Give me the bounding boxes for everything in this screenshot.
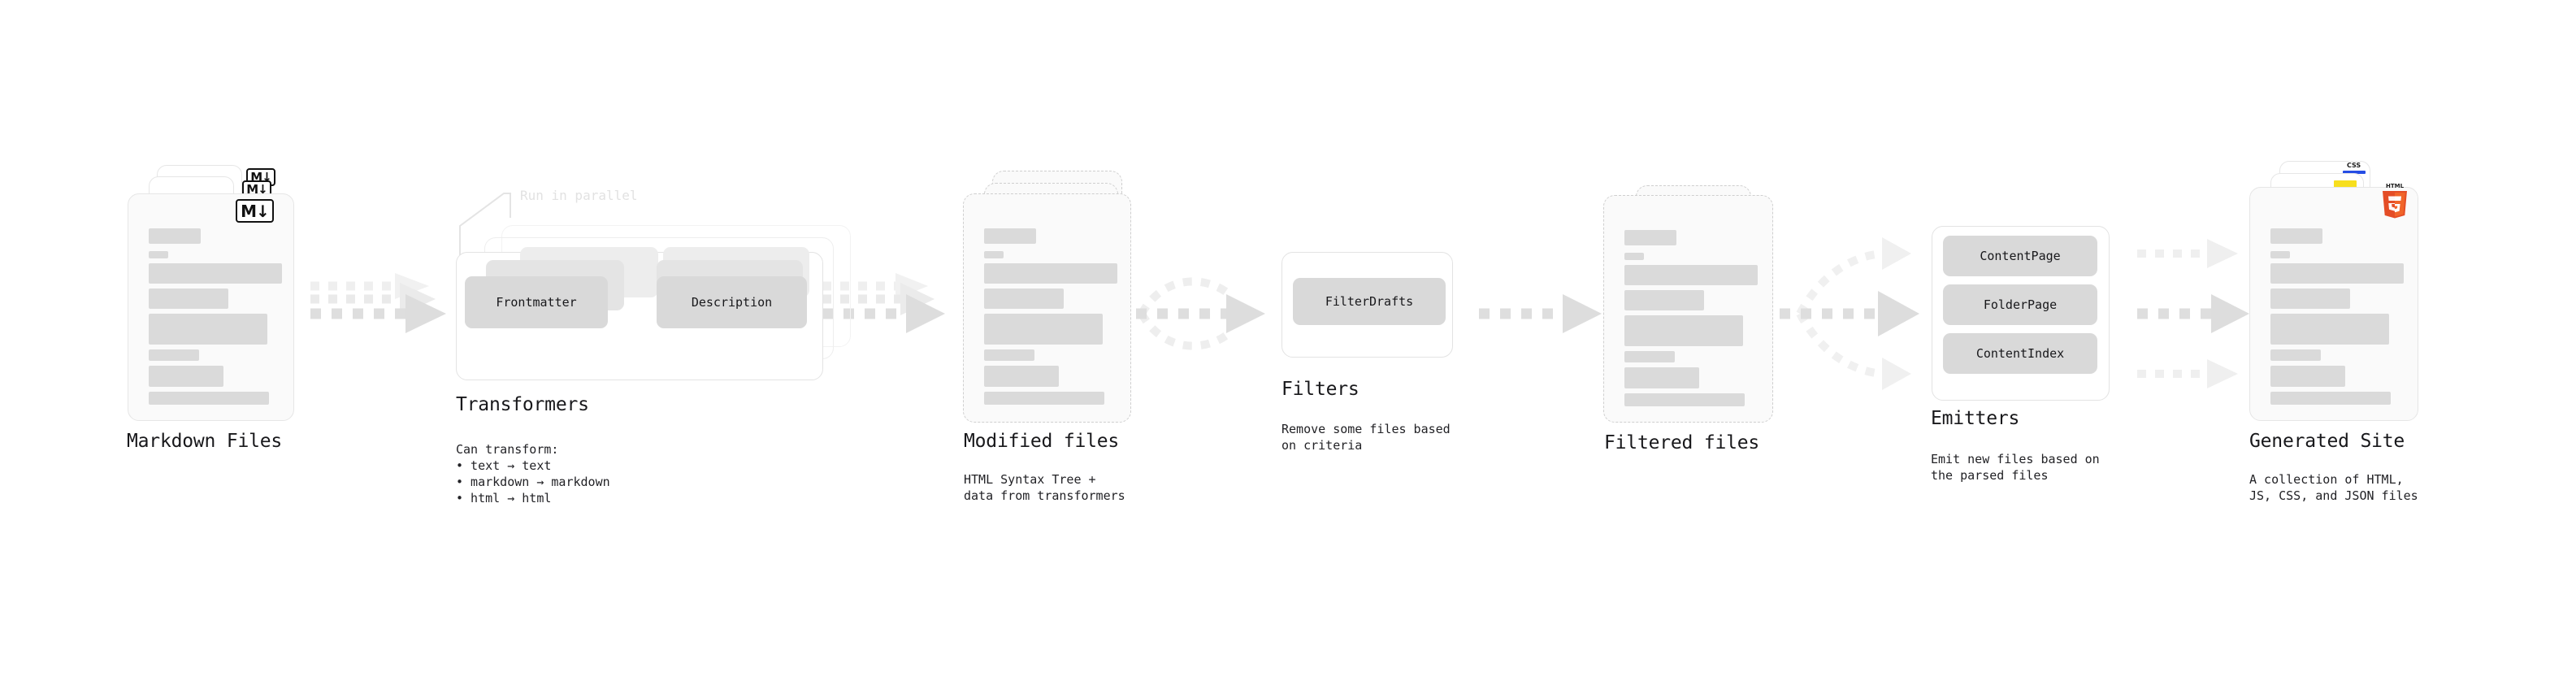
doc-bar bbox=[1624, 253, 1644, 260]
markdown-icon: M↓ bbox=[236, 199, 274, 223]
arrow-modified-to-filters bbox=[1136, 277, 1265, 350]
emitter-node-folderpage[interactable]: FolderPage bbox=[1943, 284, 2097, 325]
stage-title-emitters: Emitters bbox=[1931, 408, 2020, 429]
doc-bar bbox=[149, 228, 201, 244]
transformer-node-description[interactable]: Description bbox=[657, 276, 807, 328]
stage-desc-emitters: Emit new files based on the parsed files bbox=[1931, 452, 2100, 483]
doc-bar bbox=[149, 366, 223, 387]
doc-bar bbox=[984, 392, 1104, 405]
stage-desc-transformers: Can transform: • text → text • markdown … bbox=[456, 442, 610, 505]
css-icon bbox=[2343, 171, 2366, 174]
doc-bar bbox=[1624, 290, 1704, 310]
doc-bar bbox=[149, 288, 228, 309]
filter-node-filterdrafts[interactable]: FilterDrafts bbox=[1293, 278, 1446, 325]
emitter-node-label: ContentIndex bbox=[1975, 346, 2065, 361]
stage-title-transformers: Transformers bbox=[456, 394, 589, 415]
site-card-front bbox=[2249, 187, 2418, 421]
stage-title-filtered-files: Filtered files bbox=[1604, 432, 1760, 453]
arrow-filters-to-filtered bbox=[1479, 294, 1602, 333]
run-in-parallel-label: Run in parallel bbox=[520, 188, 638, 203]
doc-bar bbox=[2270, 392, 2391, 405]
arrow-emitters-to-site bbox=[2137, 239, 2249, 388]
stage-desc-modified-files: HTML Syntax Tree + data from transformer… bbox=[964, 472, 1125, 503]
doc-bar bbox=[2270, 263, 2404, 284]
doc-bar bbox=[1624, 351, 1675, 362]
doc-bar bbox=[2270, 314, 2389, 345]
doc-bar bbox=[1624, 230, 1676, 245]
markdown-card-front bbox=[128, 193, 294, 421]
css-icon-label: CSS bbox=[2347, 162, 2361, 169]
emitter-node-label: ContentPage bbox=[1980, 249, 2061, 263]
doc-bar bbox=[984, 288, 1064, 309]
transformer-node-label: Frontmatter bbox=[496, 295, 577, 310]
doc-bar bbox=[984, 366, 1059, 387]
svg-text:HTML: HTML bbox=[2386, 183, 2405, 189]
doc-bar bbox=[2270, 349, 2321, 361]
stage-desc-filters: Remove some files based on criteria bbox=[1281, 422, 1451, 453]
transformer-node-frontmatter[interactable]: Frontmatter bbox=[465, 276, 608, 328]
doc-bar bbox=[2270, 251, 2290, 258]
filter-node-label: FilterDrafts bbox=[1325, 294, 1414, 309]
stage-title-filters: Filters bbox=[1281, 379, 1360, 400]
doc-bar bbox=[984, 349, 1034, 361]
doc-bar bbox=[984, 251, 1004, 258]
doc-bar bbox=[2270, 366, 2345, 387]
doc-bar bbox=[984, 263, 1117, 284]
filtered-card-front bbox=[1603, 195, 1773, 423]
doc-bar bbox=[2270, 228, 2322, 244]
emitter-node-label: FolderPage bbox=[1983, 297, 2058, 312]
doc-bar bbox=[149, 349, 199, 361]
stage-title-generated-site: Generated Site bbox=[2249, 431, 2405, 452]
stage-desc-generated-site: A collection of HTML, JS, CSS, and JSON … bbox=[2249, 472, 2418, 503]
doc-bar bbox=[149, 392, 269, 405]
doc-bar bbox=[149, 314, 267, 345]
modified-card-front bbox=[963, 193, 1131, 423]
stage-title-modified-files: Modified files bbox=[964, 431, 1120, 452]
html5-icon: HTML bbox=[2380, 181, 2409, 219]
doc-bar bbox=[1624, 367, 1699, 388]
doc-bar bbox=[149, 263, 282, 284]
doc-bar bbox=[2270, 288, 2350, 309]
emitter-node-contentindex[interactable]: ContentIndex bbox=[1943, 333, 2097, 374]
stage-title-markdown-files: Markdown Files bbox=[127, 431, 283, 452]
doc-bar bbox=[149, 251, 168, 258]
emitter-node-contentpage[interactable]: ContentPage bbox=[1943, 236, 2097, 276]
arrow-filtered-to-emitters bbox=[1780, 237, 1919, 390]
transformer-node-label: Description bbox=[691, 295, 773, 310]
doc-bar bbox=[1624, 265, 1758, 285]
doc-bar bbox=[984, 314, 1103, 345]
doc-bar bbox=[984, 228, 1036, 244]
doc-bar bbox=[1624, 315, 1743, 346]
arrow-markdown-to-transformers bbox=[310, 273, 446, 333]
doc-bar bbox=[1624, 393, 1745, 406]
